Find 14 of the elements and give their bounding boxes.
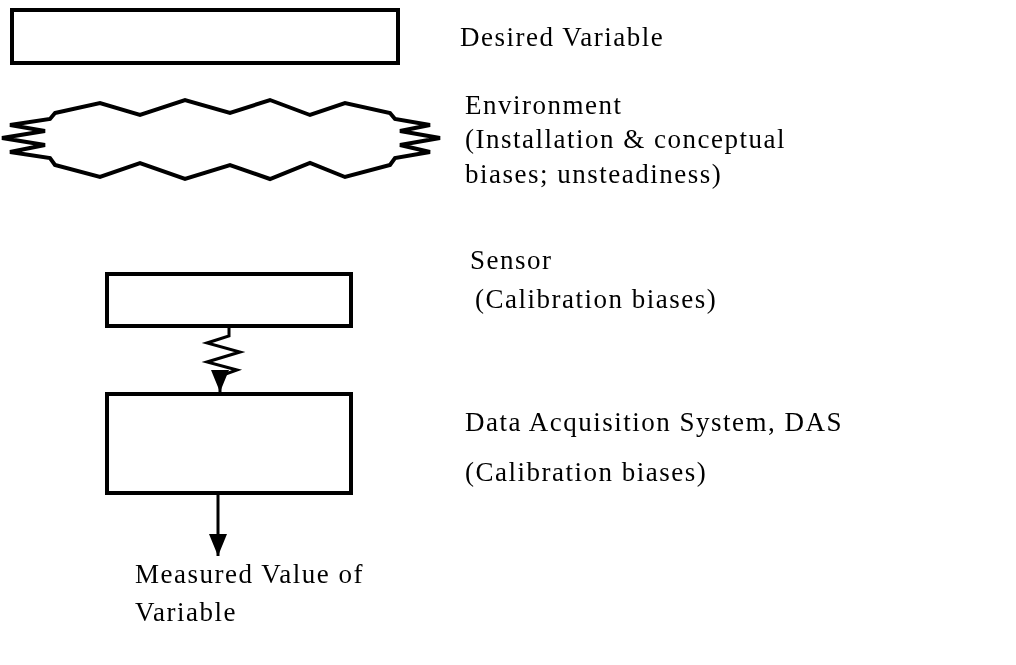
arrow <box>209 495 227 556</box>
component-label: Environment <box>465 89 624 122</box>
block-rectangle <box>105 392 353 495</box>
component-label: Data Acquisition System, DAS <box>465 406 844 439</box>
jagged-burst-shape <box>0 95 442 183</box>
component-label: Desired Variable <box>460 21 666 54</box>
block-rectangle <box>105 272 353 328</box>
output-label: Measured Value of Variable <box>135 556 375 656</box>
bias-note: (Installation & conceptual biases; unsteadiness) <box>465 123 787 192</box>
bias-note: (Calibration biases) <box>465 456 709 489</box>
block-rectangle <box>10 8 400 65</box>
bias-note: (Calibration biases) <box>475 283 719 316</box>
zigzag-arrow <box>201 328 246 392</box>
component-label: Sensor <box>470 244 554 277</box>
